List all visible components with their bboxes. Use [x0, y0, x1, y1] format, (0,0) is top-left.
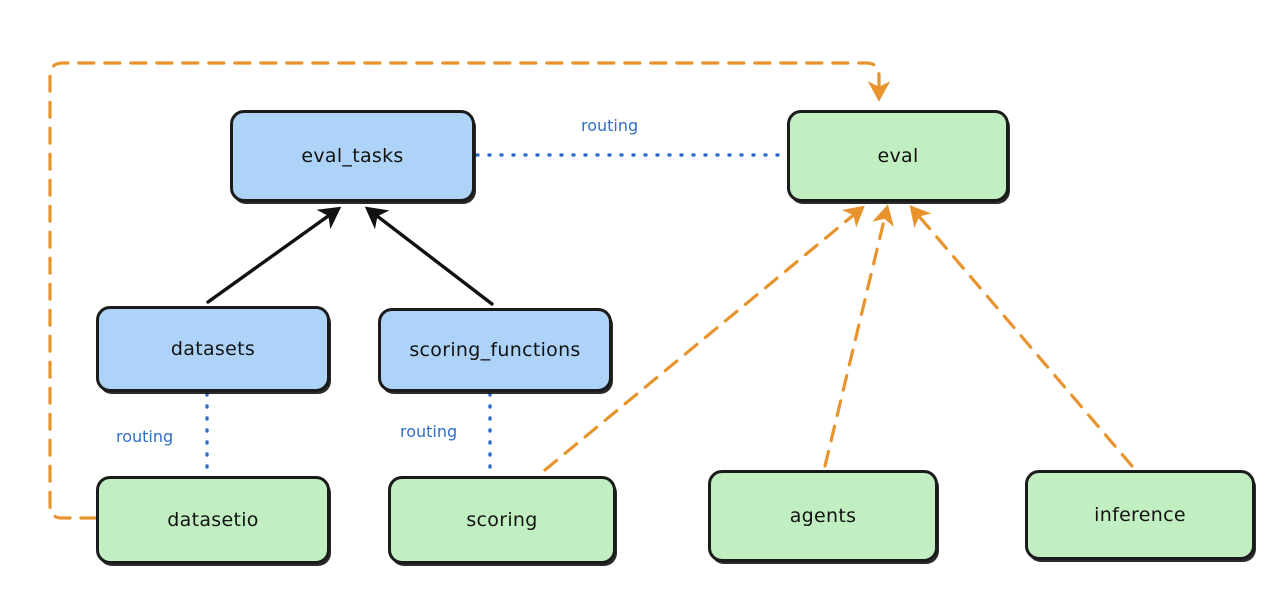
node-scoring-functions[interactable]: scoring_functions — [378, 308, 612, 392]
node-label: scoring_functions — [409, 339, 581, 361]
edge-agents-eval — [823, 204, 894, 468]
node-label: datasets — [170, 338, 256, 360]
node-eval[interactable]: eval — [787, 110, 1009, 202]
node-datasetio[interactable]: datasetio — [96, 476, 330, 564]
node-label: eval — [877, 145, 919, 167]
node-inference[interactable]: inference — [1025, 470, 1255, 560]
node-agents[interactable]: agents — [708, 470, 938, 562]
edge-scoring_functions-eval_tasks — [364, 206, 494, 306]
edge-datasets-eval_tasks — [206, 206, 342, 304]
node-datasets[interactable]: datasets — [96, 306, 330, 392]
node-eval-tasks[interactable]: eval_tasks — [230, 110, 475, 202]
node-label: agents — [789, 505, 857, 527]
edge-label-routing-eval-tasks: routing — [578, 116, 642, 135]
node-scoring[interactable]: scoring — [388, 476, 616, 564]
edge-label-routing-scoring-functions: routing — [397, 422, 461, 441]
node-label: scoring — [466, 509, 538, 531]
node-label: eval_tasks — [301, 145, 404, 167]
node-label: datasetio — [167, 509, 259, 531]
edge-inference-eval — [909, 205, 1134, 468]
edge-label-routing-datasets: routing — [113, 427, 177, 446]
node-label: inference — [1094, 504, 1186, 526]
